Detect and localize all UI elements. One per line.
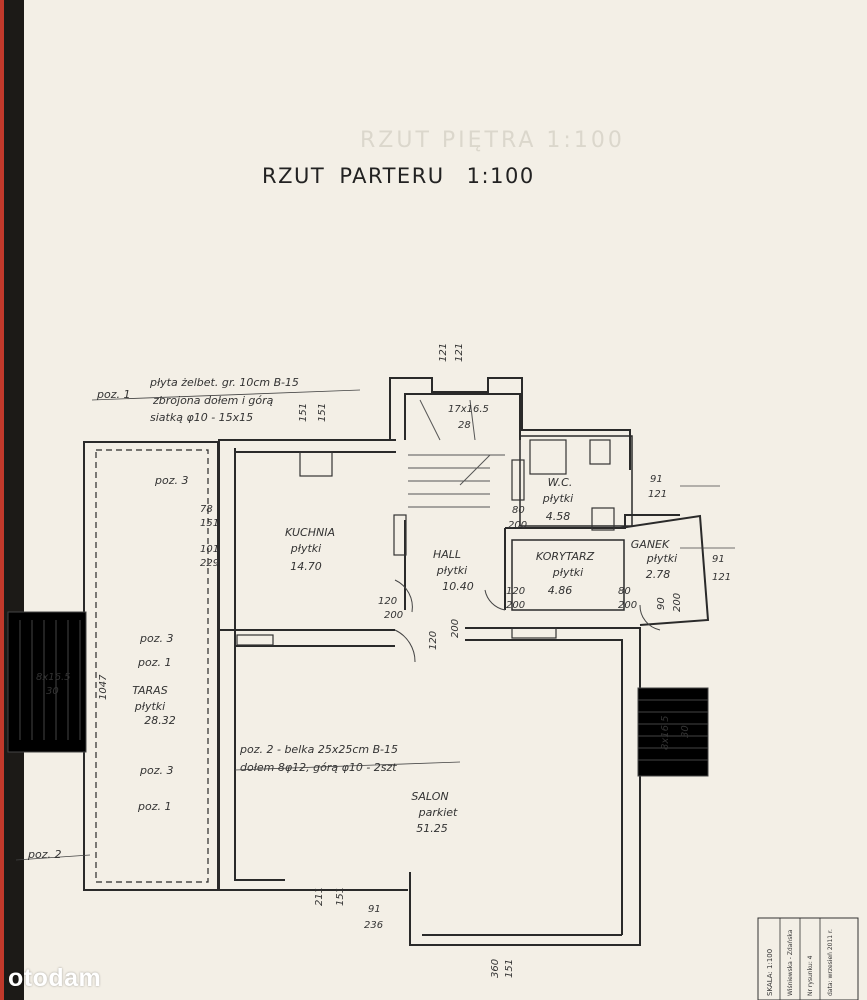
room-area-wc: 4.58: [546, 510, 571, 523]
dim-left-stairs2: 30: [46, 686, 59, 697]
room-name-salon: SALON: [411, 790, 448, 803]
title-block-scale: SKALA: 1:100: [766, 949, 774, 996]
note-poz1-line4: siatką φ10 - 15x15: [150, 411, 253, 424]
dim-hall-door1: 120: [378, 596, 397, 607]
dim-kor-door1: 120: [506, 586, 525, 597]
right-stairs: [637, 687, 709, 777]
room-area-salon: 51.25: [416, 822, 448, 835]
dim-hall-salon1: 120: [428, 631, 439, 650]
dim-wc-door1: 80: [512, 505, 525, 516]
fixtures: [236, 439, 615, 646]
dim-wc-door2: 200: [508, 520, 527, 531]
note-poz3-a: poz. 3: [154, 474, 188, 487]
dim-stair-len: 28: [458, 420, 471, 431]
room-labels: KUCHNIA płytki 14.70 HALL płytki 10.40 W…: [132, 476, 677, 835]
dim-stair-top: 121: [438, 343, 449, 362]
door-swings: [394, 579, 661, 663]
dim-taras-len: 1047: [98, 674, 109, 700]
dim-ganek-door2: 200: [672, 593, 683, 612]
note-poz2-left: poz. 2: [27, 848, 61, 861]
dim-stair-steps: 17x16.5: [448, 404, 489, 415]
dim-lines: [15, 389, 735, 861]
dim-left-stairs1: 8x16.5: [36, 672, 71, 683]
dim-right-stairs1: 8x16.5: [660, 715, 671, 750]
cover-edge: [0, 0, 4, 1000]
drawing-title: RZUT PARTERU 1:100: [262, 164, 535, 188]
dim-bottom-win1: 360: [490, 959, 501, 978]
note-poz1-line2: płyta żelbet. gr. 10cm B-15: [149, 376, 299, 389]
dim-kor-door3: 80: [618, 586, 631, 597]
title-text: RZUT PARTERU: [262, 164, 445, 188]
left-stairs: [7, 611, 87, 753]
room-finish-kuchnia: płytki: [290, 542, 321, 555]
dim-stair-top2: 121: [454, 343, 465, 362]
note-poz3-c: poz. 3: [139, 764, 173, 777]
brand-watermark: otodam: [8, 964, 102, 992]
dim-right-stairs2: 30: [680, 725, 691, 738]
dimension-labels: 121 121 17x16.5 28 151 151 78 151 101 22…: [36, 343, 731, 978]
room-finish-taras: płytki: [134, 700, 165, 713]
room-finish-wc: płytki: [542, 492, 573, 505]
room-area-kuchnia: 14.70: [290, 560, 322, 573]
room-name-korytarz: KORYTARZ: [536, 550, 595, 563]
annotations: poz. 1 płyta żelbet. gr. 10cm B-15 zbroj…: [27, 376, 398, 861]
title-block: SKALA: 1:100 Wiśniewska - Zdańska Nr rys…: [757, 917, 859, 1000]
stair-treads: [408, 399, 505, 508]
dim-wc-right1: 91: [650, 474, 663, 485]
note-poz3-b: poz. 3: [139, 632, 173, 645]
note-poz1-line3: zbrojona dołem i górą: [152, 394, 274, 407]
room-name-ganek: GANEK: [631, 538, 670, 551]
dim-ganek-right2: 121: [712, 572, 731, 583]
note-poz2-line2: dołem 8φ12, górą φ10 - 2szt: [240, 761, 397, 774]
room-name-taras: TARAS: [132, 684, 167, 697]
dim-hall-door2: 200: [384, 610, 403, 621]
dim-bottom-win2: 151: [504, 959, 515, 978]
room-finish-salon: parkiet: [418, 806, 458, 819]
room-area-hall: 10.40: [442, 580, 474, 593]
dim-salon-win2: 151: [335, 887, 346, 906]
dim-kitchen-win2: 151: [317, 403, 328, 422]
dim-kitchen-win1: 151: [298, 403, 309, 422]
walls: [83, 377, 710, 946]
title-scale: 1:100: [466, 164, 535, 188]
bleed-through-text: RZUT PIĘTRA 1:100: [360, 128, 625, 153]
title-block-date: data: wrzesień 2011 r.: [827, 929, 834, 996]
room-area-korytarz: 4.86: [548, 584, 573, 597]
room-finish-korytarz: płytki: [552, 566, 583, 579]
dim-salon-win4: 236: [364, 920, 383, 931]
room-area-taras: 28.32: [144, 714, 176, 727]
dim-k1: 78: [200, 504, 213, 515]
dim-k3: 101: [200, 544, 219, 555]
dim-ganek-door1: 90: [656, 597, 667, 610]
dim-salon-win3: 91: [368, 904, 381, 915]
note-poz2-line1: poz. 2 - belka 25x25cm B-15: [239, 743, 398, 756]
dim-hall-salon2: 200: [450, 619, 461, 638]
room-name-hall: HALL: [433, 548, 461, 561]
note-poz1-b: poz. 1: [137, 800, 171, 813]
room-finish-ganek: płytki: [646, 552, 677, 565]
dim-k4: 229: [200, 558, 219, 569]
dim-ganek-right1: 91: [712, 554, 725, 565]
dim-k2: 151: [200, 518, 219, 529]
room-name-wc: W.C.: [548, 476, 573, 489]
title-block-drawing: Nr rysunku: 4: [807, 955, 814, 996]
room-name-kuchnia: KUCHNIA: [285, 526, 335, 539]
dim-kor-door2: 200: [506, 600, 525, 611]
room-finish-hall: płytki: [436, 564, 467, 577]
title-block-author: Wiśniewska - Zdańska: [787, 929, 794, 996]
room-area-ganek: 2.78: [646, 568, 671, 581]
note-poz1-a: poz. 1: [137, 656, 171, 669]
note-poz1: poz. 1: [96, 388, 130, 401]
dim-wc-right2: 121: [648, 489, 667, 500]
dim-kor-door4: 200: [618, 600, 637, 611]
dim-salon-win1: 211: [314, 887, 325, 906]
